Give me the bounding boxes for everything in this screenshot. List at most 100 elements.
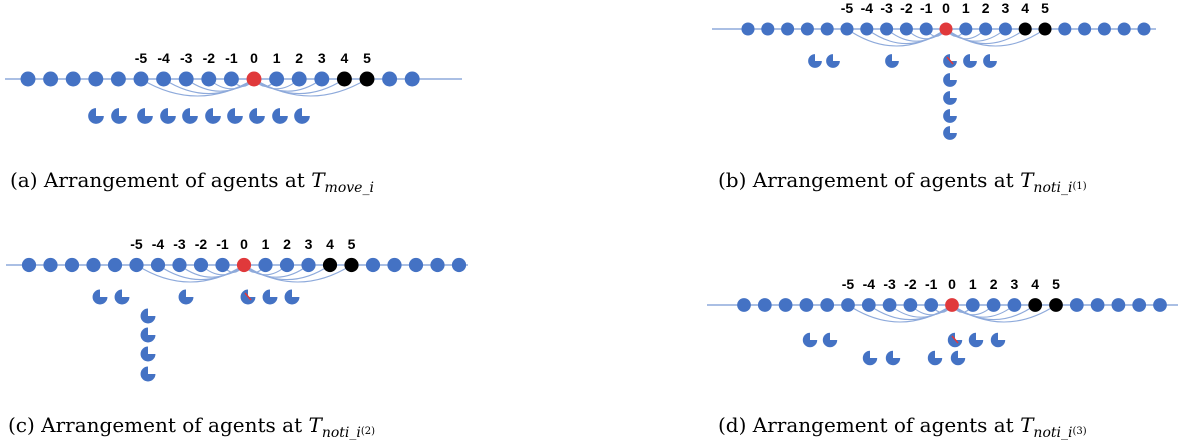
- agent-dot: [860, 22, 874, 36]
- moving-agent-pacman: [862, 350, 878, 366]
- position-index-label: 4: [326, 236, 334, 252]
- position-index-label: -1: [216, 236, 229, 252]
- moving-agent-pacman: [88, 108, 104, 124]
- position-index-label: 3: [318, 50, 326, 66]
- position-index-label: 3: [305, 236, 313, 252]
- position-index-label: -4: [157, 50, 170, 66]
- agent-dot: [959, 22, 973, 36]
- position-index-label: 1: [969, 276, 977, 292]
- position-index-label: -1: [925, 276, 938, 292]
- agent-dot: [43, 257, 58, 273]
- link-arc: [886, 28, 947, 42]
- caption-b: (b) Arrangement of agents at Tnoti_i(1): [718, 168, 1087, 196]
- moving-agent-pacman: [885, 350, 901, 366]
- link-arc: [179, 264, 245, 278]
- position-index-label: -4: [863, 276, 876, 292]
- agent-dot: [840, 22, 854, 36]
- position-index-label: 5: [363, 50, 371, 66]
- marked-agent-dot: [344, 257, 359, 273]
- position-index-label: 5: [1052, 276, 1060, 292]
- moving-agent-pacman: [990, 332, 1006, 348]
- agent-dot: [430, 257, 445, 273]
- agent-dot: [919, 22, 933, 36]
- marked-agent-dot: [1049, 298, 1063, 312]
- position-index-label: -1: [920, 0, 933, 16]
- position-index-label: -2: [195, 236, 208, 252]
- moving-agent-pacman: [885, 54, 899, 68]
- position-index-label: 4: [1021, 0, 1029, 16]
- origin-marker: [946, 56, 954, 65]
- position-index-label: -4: [152, 236, 165, 252]
- agent-dot: [781, 22, 795, 36]
- agent-dot: [1153, 298, 1167, 312]
- moving-agent-pacman: [227, 108, 243, 124]
- agent-dot: [314, 71, 330, 87]
- agent-dot: [924, 298, 939, 312]
- position-index-label: 1: [273, 50, 281, 66]
- agent-dot: [382, 71, 398, 87]
- agent-dot: [133, 71, 149, 87]
- agent-dot: [986, 298, 1001, 312]
- agent-dot: [43, 71, 59, 87]
- agent-dot: [1078, 22, 1092, 36]
- agent-dot: [451, 257, 467, 273]
- origin-agent-dot: [246, 71, 262, 87]
- agent-dot: [107, 257, 123, 273]
- agent-dot: [899, 22, 913, 36]
- agent-dot: [820, 22, 834, 36]
- moving-agent-pacman: [249, 108, 265, 124]
- caption-c: (c) Arrangement of agents at Tnoti_i(2): [8, 413, 375, 440]
- agent-dot: [408, 257, 424, 273]
- link-arc: [243, 264, 352, 283]
- agent-dot: [1097, 22, 1111, 36]
- agent-dot: [156, 71, 172, 87]
- moving-agent-pacman: [950, 350, 966, 366]
- position-index-label: -3: [880, 0, 893, 16]
- moving-agent-pacman: [968, 332, 984, 348]
- position-index-label: 3: [1011, 276, 1019, 292]
- moving-agent-pacman: [927, 350, 943, 366]
- caption-d: (d) Arrangement of agents at Tnoti_i(3): [718, 413, 1087, 440]
- agent-dot: [269, 71, 285, 87]
- moving-agent-pacman: [943, 91, 957, 105]
- position-index-label: 0: [250, 50, 258, 66]
- position-index-label: -4: [861, 0, 874, 16]
- agent-dot: [998, 22, 1012, 36]
- agent-dot: [21, 257, 37, 273]
- link-arc: [185, 78, 255, 92]
- moving-agent-pacman: [140, 346, 156, 362]
- agent-dot: [1111, 298, 1126, 312]
- position-index-label: -5: [130, 236, 143, 252]
- moving-agent-pacman: [983, 54, 997, 68]
- agent-dot: [65, 71, 81, 87]
- agent-dot: [737, 298, 751, 312]
- origin-marker: [244, 292, 252, 301]
- moving-agent-pacman: [111, 108, 127, 124]
- link-arc: [253, 78, 368, 97]
- agent-dot: [301, 257, 316, 273]
- moving-agent-pacman: [284, 289, 300, 305]
- agent-dot: [1058, 22, 1072, 36]
- moving-agent-pacman: [272, 108, 288, 124]
- agent-dot: [903, 298, 918, 312]
- agent-dot: [365, 257, 381, 273]
- origin-agent-dot: [939, 22, 953, 36]
- marked-agent-dot: [1028, 298, 1043, 312]
- agent-dot: [387, 257, 402, 273]
- position-index-label: 2: [990, 276, 998, 292]
- agent-dot: [258, 257, 273, 273]
- agent-dot: [979, 22, 993, 36]
- position-index-label: 5: [1041, 0, 1049, 16]
- agent-dot: [64, 257, 80, 273]
- moving-agent-pacman: [808, 54, 822, 68]
- agent-dot: [757, 298, 772, 312]
- agent-dot: [404, 71, 420, 87]
- moving-agent-pacman: [802, 332, 818, 348]
- agent-dot: [1132, 298, 1147, 312]
- moving-agent-pacman: [160, 108, 176, 124]
- moving-agent-pacman: [262, 289, 278, 305]
- agent-dot: [20, 71, 36, 87]
